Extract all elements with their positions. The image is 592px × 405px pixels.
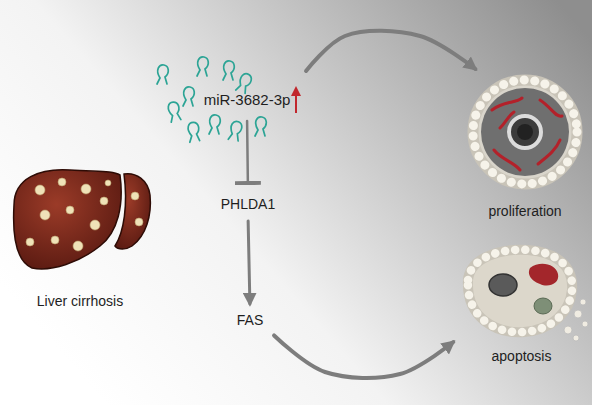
filament bbox=[538, 140, 560, 164]
liver-nodule bbox=[35, 185, 45, 195]
liver-nodule bbox=[131, 192, 139, 200]
liver-nodule bbox=[105, 180, 111, 186]
liver-illustration bbox=[14, 170, 151, 269]
mirna-hairpin bbox=[187, 121, 201, 142]
liver-nodule bbox=[26, 238, 34, 246]
gene-label: FAS bbox=[226, 308, 274, 332]
organ-illustration: Liver cirrhosis bbox=[4, 160, 156, 310]
cell-membrane bbox=[468, 250, 572, 332]
mirna-hairpin bbox=[157, 65, 168, 84]
liver-nodule bbox=[100, 197, 108, 205]
node-text: proliferation bbox=[488, 203, 561, 220]
mirna-hairpin bbox=[236, 72, 253, 94]
mirna-label: miR-3682-3p bbox=[198, 87, 296, 113]
node-text: Liver cirrhosis bbox=[37, 293, 123, 310]
filament bbox=[540, 100, 562, 116]
node-text: apoptosis bbox=[492, 348, 552, 365]
connector bbox=[248, 221, 250, 304]
liver-nodule bbox=[90, 220, 100, 230]
up-arrow-head bbox=[291, 86, 301, 96]
connector bbox=[246, 121, 249, 183]
node-text: PHLDA1 bbox=[221, 196, 275, 213]
mirna-hairpin bbox=[197, 57, 208, 76]
mirna-hairpin bbox=[228, 120, 242, 141]
liver-nodule bbox=[66, 206, 74, 214]
cell-illustration: proliferation bbox=[462, 70, 588, 220]
cytoplasm bbox=[481, 88, 569, 176]
cell-illustration: apoptosis bbox=[455, 245, 588, 365]
mirna-hairpin bbox=[255, 117, 266, 136]
node-text: FAS bbox=[237, 312, 263, 329]
cytoskeleton-filaments bbox=[492, 98, 562, 170]
connector bbox=[274, 335, 453, 377]
bleb bbox=[582, 321, 588, 327]
liver-nodule bbox=[135, 218, 143, 226]
liver-nodule bbox=[81, 184, 91, 194]
upregulation-arrow bbox=[291, 86, 301, 113]
gene-label: PHLDA1 bbox=[214, 193, 282, 215]
mirna-hairpin bbox=[209, 115, 220, 134]
liver-nodule bbox=[58, 178, 66, 186]
node-text: miR-3682-3p bbox=[204, 91, 291, 109]
membrane-blebs bbox=[564, 299, 588, 341]
liver-nodule bbox=[51, 236, 59, 244]
proliferating-cell bbox=[473, 80, 577, 184]
mirna-hairpin bbox=[223, 61, 234, 80]
liver-nodule bbox=[40, 210, 50, 220]
bleb bbox=[573, 335, 579, 341]
bleb bbox=[574, 310, 582, 318]
fragment bbox=[529, 264, 558, 286]
liver-right-lobe bbox=[115, 174, 150, 249]
mirna-hairpin bbox=[166, 101, 182, 122]
membrane-beads bbox=[473, 80, 577, 184]
filament bbox=[494, 150, 520, 170]
bleb bbox=[564, 326, 572, 334]
condensed-nucleus bbox=[489, 274, 517, 296]
nucleus bbox=[509, 116, 541, 148]
filament bbox=[492, 98, 522, 110]
liver-left-lobe bbox=[14, 170, 122, 269]
cell-membrane bbox=[473, 80, 577, 184]
apoptotic-body bbox=[534, 298, 552, 314]
liver-nodule bbox=[73, 241, 83, 251]
liver-nodules bbox=[26, 178, 143, 251]
nucleolus bbox=[517, 124, 533, 140]
connector bbox=[306, 31, 475, 71]
mirna-hairpin bbox=[183, 87, 194, 106]
membrane-beads bbox=[468, 250, 572, 332]
bleb bbox=[580, 299, 586, 305]
apoptotic-cell bbox=[468, 250, 588, 341]
